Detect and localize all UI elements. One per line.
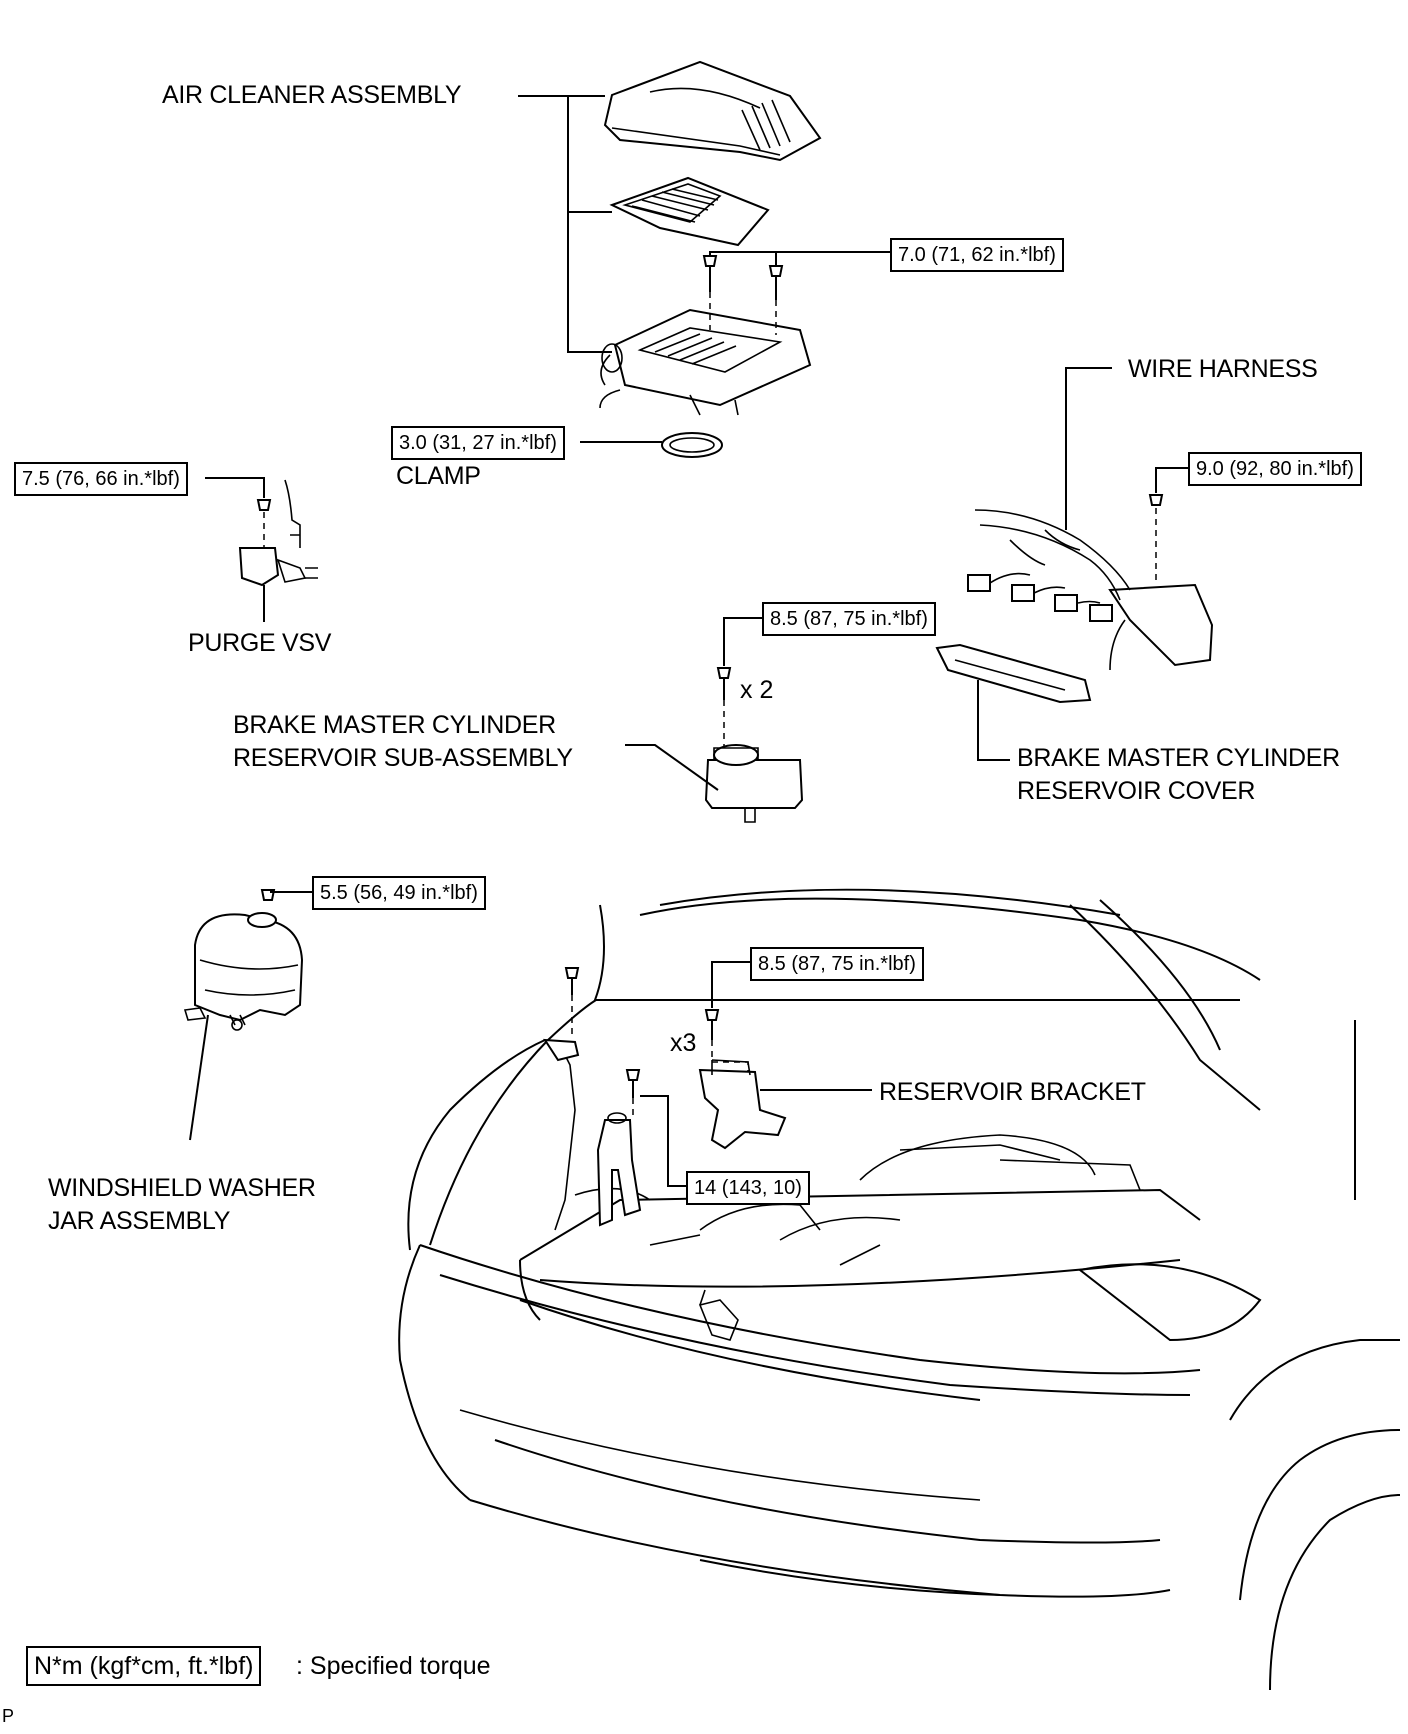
- washer-jar-torque: 5.5 (56, 49 in.*lbf): [312, 876, 486, 910]
- reservoir-bracket-count: x3: [670, 1029, 697, 1057]
- fender-bolt: [564, 967, 580, 1038]
- bracket-bolt-torque-leader: [640, 1095, 686, 1187]
- washer-jar-leader: [189, 1014, 209, 1141]
- brake-reservoir-bolt: [716, 667, 732, 700]
- brake-reservoir-torque: 8.5 (87, 75 in.*lbf): [762, 602, 936, 636]
- air-cleaner-bolt-torque: 7.0 (71, 62 in.*lbf): [890, 238, 1064, 272]
- footer-code: P: [2, 1706, 14, 1726]
- reservoir-bracket-label: RESERVOIR BRACKET: [879, 1078, 1146, 1106]
- bracket-bolt-torque: 14 (143, 10): [686, 1171, 810, 1205]
- purge-vsv-part: [238, 479, 318, 587]
- brake-reservoir-torque-leader: [723, 617, 762, 666]
- clamp-label: CLAMP: [396, 462, 481, 490]
- vehicle-front-outline: [398, 888, 1401, 1691]
- reservoir-cover-label-line2: RESERVOIR COVER: [1017, 777, 1256, 805]
- brake-reservoir-leader: [625, 744, 719, 791]
- torque-legend-description: : Specified torque: [296, 1652, 491, 1680]
- air-cleaner-case: [599, 308, 812, 416]
- washer-jar-label-line1: WINDSHIELD WASHER: [48, 1174, 316, 1202]
- air-cleaner-assembly-label: AIR CLEANER ASSEMBLY: [162, 81, 462, 109]
- bracket-bolt-14: [625, 1069, 641, 1115]
- purge-vsv-torque: 7.5 (76, 66 in.*lbf): [14, 462, 188, 496]
- washer-jar-label-line2: JAR ASSEMBLY: [48, 1207, 231, 1235]
- reservoir-cover-leader: [977, 680, 1010, 761]
- brake-reservoir-label-line1: BRAKE MASTER CYLINDER: [233, 711, 556, 739]
- washer-jar-part: [183, 889, 304, 1031]
- clamp-torque: 3.0 (31, 27 in.*lbf): [391, 426, 565, 460]
- wire-harness-leader: [1065, 367, 1112, 530]
- wire-harness-torque: 9.0 (92, 80 in.*lbf): [1188, 452, 1362, 486]
- reservoir-bracket-torque-leader: [711, 961, 750, 1008]
- reservoir-cover-part: [935, 643, 1092, 704]
- brake-reservoir-part: [704, 744, 804, 823]
- brake-reservoir-count: x 2: [740, 676, 774, 704]
- air-cleaner-bracket-line: [518, 95, 612, 353]
- air-cleaner-bolts: [702, 255, 784, 335]
- clamp-part: [661, 432, 723, 458]
- brake-reservoir-label-line2: RESERVOIR SUB-ASSEMBLY: [233, 744, 573, 772]
- wire-harness-part: [967, 494, 1214, 671]
- reservoir-bracket-torque: 8.5 (87, 75 in.*lbf): [750, 947, 924, 981]
- reservoir-bracket-bolt: [704, 1009, 749, 1072]
- air-cleaner-filter: [609, 176, 770, 247]
- wire-harness-torque-leader: [1155, 467, 1188, 493]
- air-cleaner-torque-leader: [709, 251, 890, 266]
- reservoir-cover-label-line1: BRAKE MASTER CYLINDER: [1017, 744, 1340, 772]
- purge-vsv-label: PURGE VSV: [188, 629, 332, 657]
- purge-vsv-torque-leader: [205, 477, 265, 498]
- torque-legend-unit: N*m (kgf*cm, ft.*lbf): [26, 1646, 262, 1686]
- wire-harness-label: WIRE HARNESS: [1128, 355, 1318, 383]
- air-cleaner-cover: [603, 60, 822, 162]
